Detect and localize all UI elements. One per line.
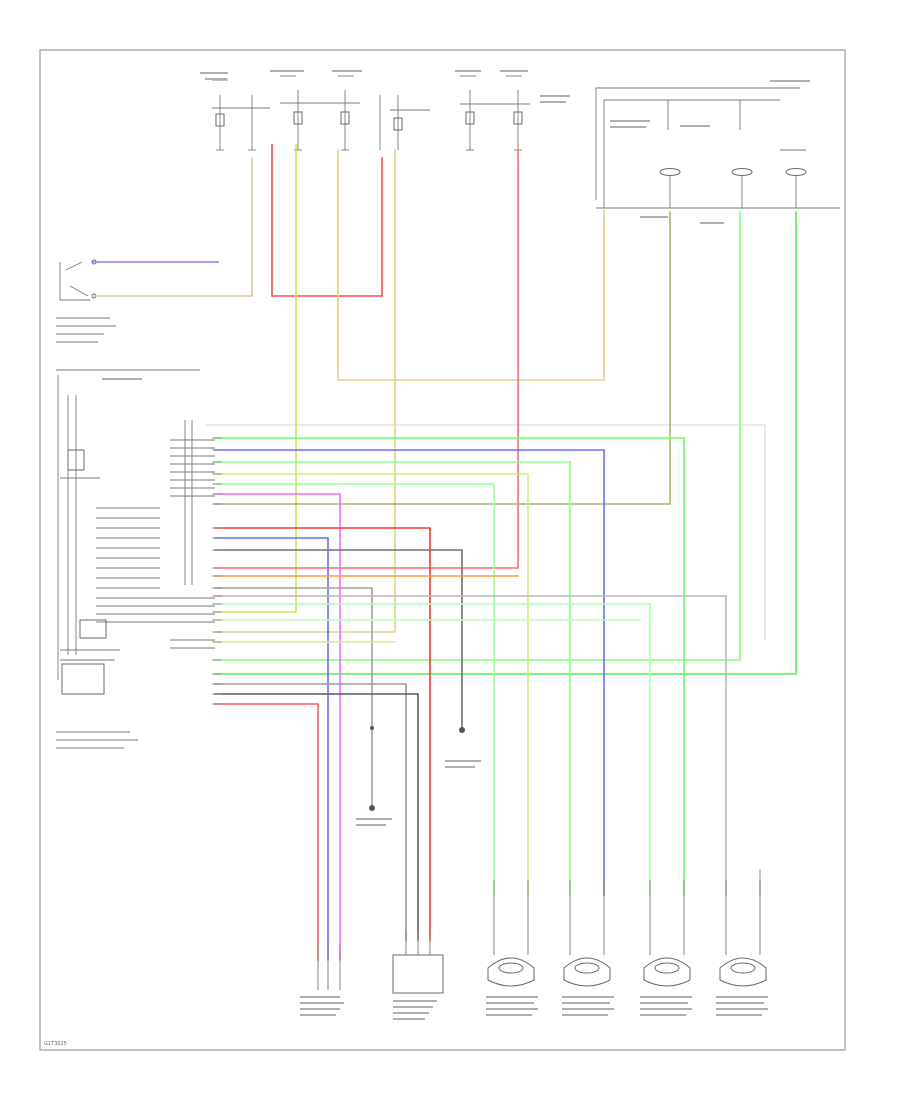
wire-green-module2 xyxy=(214,211,797,675)
wire-red-long xyxy=(214,149,519,569)
control-unit xyxy=(56,369,215,749)
fine-print-marks xyxy=(102,70,810,1020)
diagram-frame xyxy=(39,49,846,1051)
harness-outline xyxy=(205,424,766,640)
ground-point-3 xyxy=(370,726,374,730)
wire-tan-switch xyxy=(91,157,253,297)
wheel-sensors xyxy=(487,880,767,987)
sensor-box xyxy=(392,954,444,994)
wire-green-row1 xyxy=(214,437,685,896)
wire-green-row2 xyxy=(214,461,571,896)
wire-green-row3 xyxy=(214,483,495,896)
wire-green-module1 xyxy=(214,211,741,661)
wire-blue-row2 xyxy=(214,537,329,961)
wire-red-row xyxy=(214,527,431,941)
ground-point-2 xyxy=(369,805,375,811)
wire-green-row4 xyxy=(214,603,651,896)
wire-red-loop xyxy=(271,144,383,297)
wire-darkgray-row2 xyxy=(214,693,419,941)
wire-yellowgreen-top xyxy=(214,144,297,613)
wire-tan-mid xyxy=(337,149,605,381)
top-fuse-group xyxy=(212,75,530,151)
wire-group xyxy=(91,144,797,961)
harness-pins xyxy=(212,437,222,705)
wire-darkgray-row xyxy=(214,549,463,731)
switch-symbol xyxy=(56,259,116,343)
wheel-sensor-right-front xyxy=(487,880,535,987)
wire-gray-row3 xyxy=(214,683,407,941)
wire-blue-row xyxy=(214,449,605,896)
wire-yellowgreen-row xyxy=(214,473,529,896)
wire-red-row2 xyxy=(214,703,319,961)
corner-code: G1T3025 xyxy=(44,1041,67,1047)
wheel-sensor-right-rear xyxy=(563,880,611,987)
wheel-sensor-left-front xyxy=(719,880,767,987)
top-right-module xyxy=(595,87,840,209)
wire-gray-row1 xyxy=(214,587,373,809)
ground-points xyxy=(369,726,465,811)
wire-yellow-fuse xyxy=(214,149,396,633)
wire-olive-module xyxy=(214,211,671,505)
wire-gray-row2 xyxy=(214,595,727,896)
wire-pink-row xyxy=(214,493,341,961)
wheel-sensor-left-rear xyxy=(643,880,691,987)
bottom-components xyxy=(317,930,444,994)
ground-point-1 xyxy=(459,727,465,733)
